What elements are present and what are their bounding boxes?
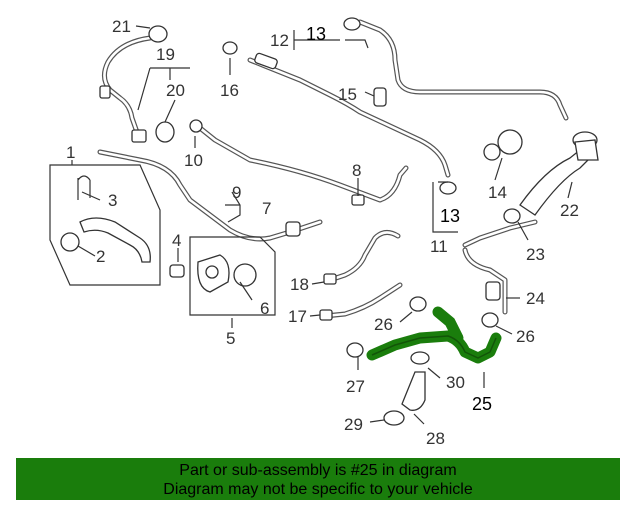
callout-13-mid: 13 xyxy=(440,206,460,226)
callout-30: 30 xyxy=(446,373,465,392)
callout-4: 4 xyxy=(172,231,181,250)
parts-diagram: 21 19 20 12 13 16 15 10 1 3 2 4 9 7 8 13… xyxy=(49,17,599,448)
callout-15: 15 xyxy=(338,85,357,104)
callout-25: 25 xyxy=(472,394,492,414)
callout-23: 23 xyxy=(526,245,545,264)
callout-14: 14 xyxy=(488,183,507,202)
pipe-19 xyxy=(99,25,175,143)
callout-labels: 21 19 20 12 13 16 15 10 1 3 2 4 9 7 8 13… xyxy=(66,17,579,448)
callout-6: 6 xyxy=(260,299,269,318)
part-15 xyxy=(373,87,387,107)
callout-18: 18 xyxy=(290,275,309,294)
callout-3: 3 xyxy=(108,191,117,210)
callout-20: 20 xyxy=(166,81,185,100)
callout-10: 10 xyxy=(184,151,203,170)
banner-line-2: Diagram may not be specific to your vehi… xyxy=(163,481,473,498)
assembly-box-1 xyxy=(49,164,161,286)
callout-12: 12 xyxy=(270,31,289,50)
callout-28: 28 xyxy=(426,429,445,448)
callout-24: 24 xyxy=(526,289,545,308)
callout-2: 2 xyxy=(96,247,105,266)
clamps xyxy=(222,41,521,426)
callout-13-top: 13 xyxy=(306,24,326,44)
callout-11: 11 xyxy=(430,237,448,256)
pipe-18 xyxy=(323,230,401,285)
pipe-24 xyxy=(462,219,538,315)
callout-27: 27 xyxy=(346,377,365,396)
callout-19: 19 xyxy=(156,45,175,64)
callout-22: 22 xyxy=(560,201,579,220)
callout-1: 1 xyxy=(66,143,75,162)
callout-26-left: 26 xyxy=(374,315,393,334)
leader-lines xyxy=(71,25,573,425)
callout-21: 21 xyxy=(112,17,131,36)
callout-9: 9 xyxy=(232,183,241,202)
hose-25-highlighted xyxy=(366,306,502,364)
assembly-box-5 xyxy=(169,236,276,316)
part-14 xyxy=(483,129,523,161)
info-banner: Part or sub-assembly is #25 in diagram D… xyxy=(16,458,620,500)
callout-16: 16 xyxy=(220,81,239,100)
hose-22 xyxy=(519,131,599,216)
banner-line-1: Part or sub-assembly is #25 in diagram xyxy=(179,462,457,479)
pipe-16 xyxy=(247,52,451,178)
pipe-17 xyxy=(319,282,403,321)
callout-26-right: 26 xyxy=(516,327,535,346)
callout-29: 29 xyxy=(344,415,363,434)
callout-17: 17 xyxy=(288,307,307,326)
upper-coolant-pipe xyxy=(343,17,569,121)
callout-8: 8 xyxy=(352,161,361,180)
pipe-10 xyxy=(97,119,409,242)
callout-7: 7 xyxy=(262,199,271,218)
callout-5: 5 xyxy=(226,329,235,348)
